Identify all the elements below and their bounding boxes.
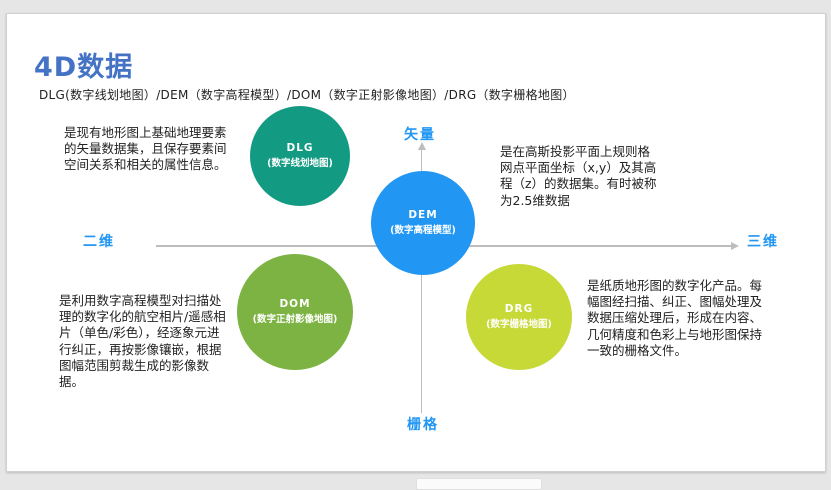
axis-label-vector: 矢量 [404, 127, 436, 143]
dlg-full-name: (数字线划地图) [267, 158, 333, 169]
drg-full-name: (数字栅格地图) [486, 319, 552, 330]
dom-description: 是利用数字高程模型对扫描处理的数字化的航空相片/遥感相片（单色/彩色），经逐象元… [59, 293, 226, 390]
slide-subtitle: DLG(数字线划地图）/DEM（数字高程模型）/DOM（数字正射影像地图）/DR… [39, 88, 575, 102]
dom-full-name: (数字正射影像地图) [252, 314, 338, 325]
arrow-up-icon [417, 142, 426, 150]
dem-description: 是在高斯投影平面上规则格网点平面坐标（x,y）及其高程（z）的数据集。有时被称为… [500, 144, 657, 208]
dem-circle: DEM (数字高程模型) [371, 171, 475, 275]
arrow-right-icon [731, 242, 739, 250]
slide-title: 4D数据 [34, 52, 134, 83]
vertical-axis-line [420, 148, 422, 413]
slide-canvas: 4D数据 DLG(数字线划地图）/DEM（数字高程模型）/DOM（数字正射影像地… [6, 13, 826, 472]
dem-abbr: DEM [408, 209, 438, 221]
axis-label-2d: 二维 [83, 234, 115, 250]
drg-description: 是纸质地形图的数字化产品。每幅图经扫描、纠正、图幅处理及数据压缩处理后，形成在内… [587, 278, 763, 358]
bottom-tab [416, 478, 542, 490]
dem-full-name: (数字高程模型) [390, 225, 456, 236]
dom-abbr: DOM [279, 298, 311, 310]
drg-circle: DRG (数字栅格地图) [466, 264, 572, 370]
axis-label-raster: 栅格 [407, 417, 439, 433]
dlg-abbr: DLG [286, 142, 314, 154]
drg-abbr: DRG [504, 303, 534, 315]
axis-label-3d: 三维 [747, 234, 779, 250]
dlg-description: 是现有地形图上基础地理要素的矢量数据集，且保存要素间空间关系和相关的属性信息。 [64, 125, 227, 173]
dlg-circle: DLG (数字线划地图) [250, 106, 350, 206]
dom-circle: DOM (数字正射影像地图) [237, 254, 353, 370]
